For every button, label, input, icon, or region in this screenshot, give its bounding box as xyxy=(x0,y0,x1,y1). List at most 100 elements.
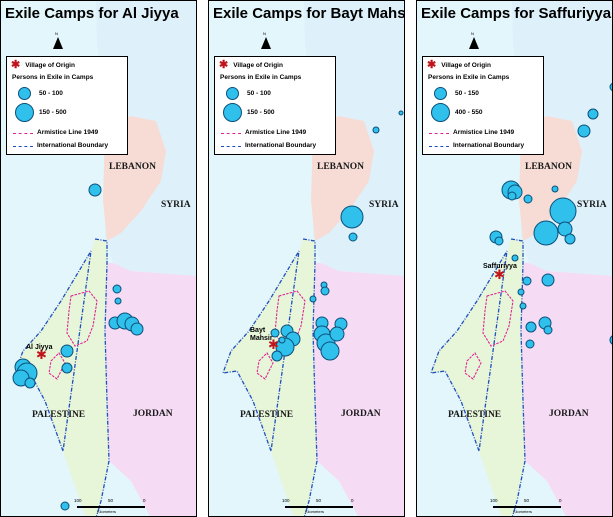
village-label: Al Jiyya xyxy=(26,344,53,351)
legend-size-large: 150 - 500 xyxy=(39,109,67,116)
origin-star-icon: ✱ xyxy=(427,59,437,71)
camp-circle xyxy=(507,191,517,201)
origin-star-icon: ✱ xyxy=(494,267,505,282)
village-label: Bayt Mahsir xyxy=(250,327,273,342)
scale-bar: 100 50 0 Kilometers xyxy=(490,498,562,514)
label-jordan: JORDAN xyxy=(341,409,381,419)
camp-circle xyxy=(24,377,36,389)
scale-bar: 100 50 0 Kilometers xyxy=(282,498,354,514)
camp-circle xyxy=(278,336,286,344)
legend: ✱Village of Origin Persons in Exile in C… xyxy=(6,56,128,155)
label-jordan: JORDAN xyxy=(549,409,589,419)
panel-title: Exile Camps for Bayt Mahsir xyxy=(213,5,405,22)
legend-small-circle-icon xyxy=(18,87,31,100)
label-syria: SYRIA xyxy=(369,200,399,210)
armistice-line-icon xyxy=(13,133,33,134)
label-jordan: JORDAN xyxy=(133,409,173,419)
camp-circle xyxy=(551,185,559,193)
camp-circle xyxy=(543,325,553,335)
legend-size-large: 150 - 500 xyxy=(247,109,275,116)
label-lebanon: LEBANON xyxy=(109,162,156,172)
camp-circle xyxy=(320,341,340,361)
legend-large-circle-icon xyxy=(15,103,34,122)
camp-circle xyxy=(398,110,404,116)
camp-circle xyxy=(340,205,364,229)
legend: ✱ Village of Origin Persons in Exile in C… xyxy=(422,56,544,155)
camp-circle xyxy=(271,350,283,362)
origin-star-icon: ✱ xyxy=(36,347,47,362)
legend-size-large: 400 - 550 xyxy=(455,109,483,116)
camp-circle xyxy=(587,108,599,120)
camp-circle xyxy=(517,288,525,296)
camp-circle xyxy=(348,232,358,242)
legend-size-small: 50 - 150 xyxy=(455,90,479,97)
legend-boundary-label: International Boundary xyxy=(453,142,525,149)
camp-circle xyxy=(309,295,317,303)
camp-circle xyxy=(112,284,122,294)
boundary-line-icon xyxy=(13,146,33,147)
camp-circle xyxy=(541,273,555,287)
legend-boundary-label: International Boundary xyxy=(37,142,109,149)
north-arrow-icon: N xyxy=(53,31,63,49)
camp-circle xyxy=(61,362,73,374)
legend-size-small: 50 - 100 xyxy=(247,90,271,97)
camp-circle xyxy=(511,254,519,262)
camp-circle xyxy=(525,339,535,349)
camp-circles xyxy=(12,183,144,511)
camp-circle xyxy=(523,194,533,204)
legend-large-circle-icon xyxy=(431,103,450,122)
legend-persons-label: Persons in Exile in Camps xyxy=(220,74,302,81)
panel-title: Exile Camps for Saffuriyya xyxy=(421,5,612,22)
camp-circle xyxy=(525,321,537,333)
camp-circles xyxy=(489,82,612,349)
north-arrow-icon: N xyxy=(261,31,271,49)
camp-circle xyxy=(494,236,504,246)
label-palestine: PALESTINE xyxy=(240,410,294,420)
camp-circle xyxy=(60,501,70,511)
legend-size-small: 50 - 100 xyxy=(39,90,63,97)
legend-small-circle-icon xyxy=(226,87,239,100)
north-arrow-icon: N xyxy=(469,31,479,49)
camp-circle xyxy=(114,297,122,305)
panel-title: Exile Camps for Al Jiyya xyxy=(5,5,179,22)
legend-large-circle-icon xyxy=(223,103,242,122)
map-panel-al-jiyya: ✱ Exile Camps for Al Jiyya N ✱Village of… xyxy=(0,0,197,517)
camp-circle xyxy=(533,220,559,246)
legend-armistice-label: Armistice Line 1949 xyxy=(37,129,99,136)
camp-circle xyxy=(609,82,612,92)
label-syria: SYRIA xyxy=(161,200,191,210)
camp-circle xyxy=(329,326,345,342)
legend-origin-label: Village of Origin xyxy=(441,61,491,69)
armistice-line-icon xyxy=(429,133,449,134)
boundary-line-icon xyxy=(429,146,449,147)
legend: ✱ Village of Origin Persons in Exile in C… xyxy=(214,56,336,155)
camp-circle xyxy=(320,286,330,296)
label-lebanon: LEBANON xyxy=(525,162,572,172)
legend-boundary-label: International Boundary xyxy=(245,142,317,149)
legend-small-circle-icon xyxy=(434,87,447,100)
village-label: Saffuriyya xyxy=(483,263,517,270)
label-palestine: PALESTINE xyxy=(448,410,502,420)
legend-persons-label: Persons in Exile in Camps xyxy=(12,74,94,81)
camp-circle xyxy=(270,328,280,338)
legend-armistice-label: Armistice Line 1949 xyxy=(453,129,515,136)
boundary-line-icon xyxy=(221,146,241,147)
label-lebanon: LEBANON xyxy=(317,162,364,172)
armistice-line-icon xyxy=(221,133,241,134)
camp-circle xyxy=(88,183,102,197)
camp-circles xyxy=(270,110,404,362)
legend-origin-label: Village of Origin xyxy=(233,61,283,69)
map-panel-saffuriyya: ✱ Exile Camps for Saffuriyya N ✱ Village … xyxy=(416,0,613,517)
camp-circle xyxy=(60,344,74,358)
origin-star-icon: ✱ xyxy=(219,59,229,71)
origin-star-icon: ✱ xyxy=(11,59,21,71)
camp-circle xyxy=(564,233,576,245)
camp-circle xyxy=(130,322,144,336)
legend-persons-label: Persons in Exile in Camps xyxy=(428,74,510,81)
camp-circle xyxy=(519,302,527,310)
map-panel-bayt-mahsir: ✱ Exile Camps for Bayt Mahsir N ✱ Village… xyxy=(208,0,405,517)
legend-armistice-label: Armistice Line 1949 xyxy=(245,129,307,136)
camp-circle xyxy=(577,124,591,138)
camp-circle xyxy=(522,276,532,286)
origin-star-icon: ✱ xyxy=(268,337,279,352)
